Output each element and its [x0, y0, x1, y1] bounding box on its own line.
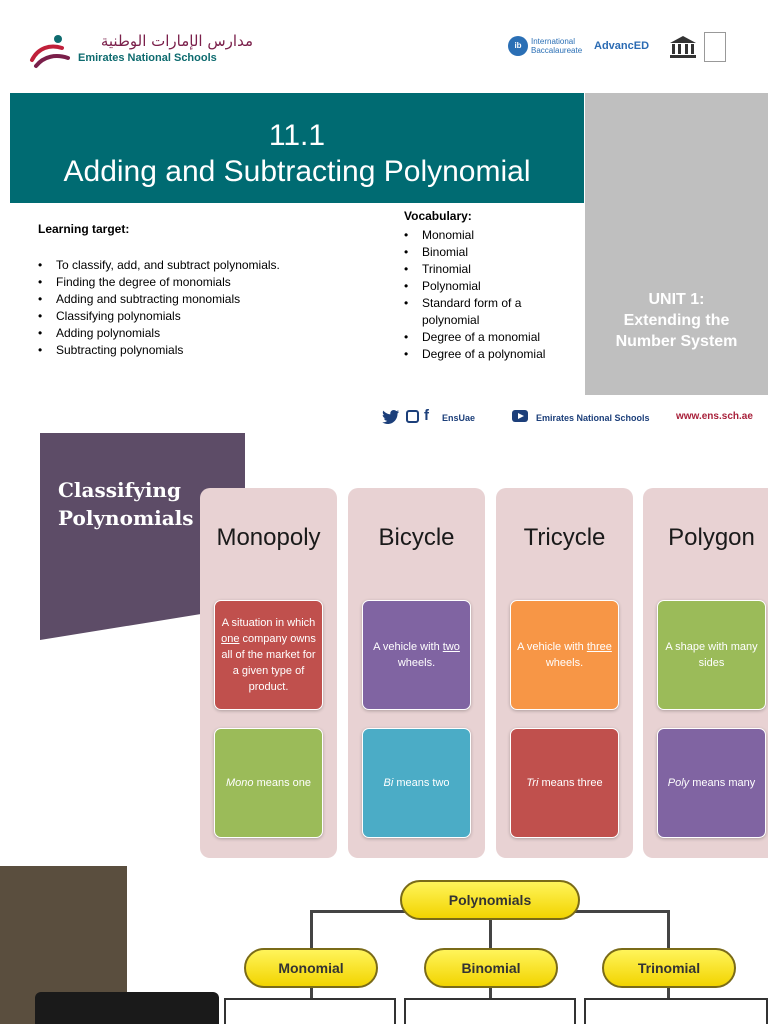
- word-definition-box: A vehicle with two wheels.: [362, 600, 471, 710]
- facebook-icon[interactable]: f: [424, 407, 429, 424]
- social-footer: f EnsUae Emirates National Schools www.e…: [382, 407, 762, 428]
- learning-target-list: To classify, add, and subtract polynomia…: [38, 257, 358, 359]
- tree-node-monomial: Monomial: [244, 948, 378, 988]
- ib-label: International Baccalaureate: [531, 37, 583, 55]
- prefix-word: Mono: [225, 777, 254, 789]
- list-item: Adding and subtracting monomials: [38, 291, 358, 308]
- definition-text: A vehicle with: [373, 641, 443, 653]
- social-handle[interactable]: EnsUae: [442, 413, 476, 423]
- twitter-icon[interactable]: [382, 409, 400, 425]
- list-item: Monomial: [404, 227, 579, 244]
- list-item: Polynomial: [404, 278, 579, 295]
- connector-line: [489, 986, 492, 1002]
- list-item: To classify, add, and subtract polynomia…: [38, 257, 358, 274]
- word-card-polygon: Polygon A shape with many sides Poly mea…: [643, 488, 768, 858]
- polynomial-tree-diagram: Polynomials Monomial Binomial Trinomial: [222, 876, 768, 1024]
- definition-text: A situation in which: [221, 617, 316, 629]
- vocabulary-list: Monomial Binomial Trinomial Polynomial S…: [404, 227, 579, 363]
- unesco-logo-icon: [670, 36, 696, 58]
- list-item: Degree of a polynomial: [404, 346, 579, 363]
- unit-number: UNIT 1:: [648, 291, 705, 308]
- list-item: Degree of a monomial: [404, 329, 579, 346]
- instagram-icon[interactable]: [406, 410, 419, 423]
- word-card-heading: Monopoly: [216, 524, 321, 551]
- prefix-word: Tri: [526, 777, 539, 789]
- advanced-logo: AdvancED: [594, 40, 650, 52]
- ens-logo-icon: [30, 35, 70, 68]
- unit-panel: UNIT 1: Extending the Number System: [585, 93, 768, 395]
- word-card-bicycle: Bicycle A vehicle with two wheels. Bi me…: [348, 488, 485, 858]
- connector-line: [667, 986, 670, 1002]
- tree-leaf-box: [584, 998, 768, 1024]
- ib-logo-icon: ib: [508, 36, 528, 56]
- lesson-title: Adding and Subtracting Polynomial: [63, 155, 531, 188]
- prefix-meaning: means two: [393, 777, 450, 789]
- youtube-icon[interactable]: [512, 410, 528, 422]
- lesson-title-banner: 11.1 Adding and Subtracting Polynomial: [10, 93, 584, 203]
- definition-key-word: one: [221, 633, 240, 645]
- unesco-network-icon: [704, 32, 726, 62]
- tree-leaf-box: [224, 998, 396, 1024]
- prefix-meaning-box: Poly means many: [657, 728, 766, 838]
- school-name-english: Emirates National Schools: [78, 52, 217, 64]
- lesson-number: 11.1: [268, 119, 326, 152]
- definition-key-word: two: [442, 641, 460, 653]
- accreditation-logos: ib International Baccalaureate AdvancED: [508, 32, 738, 66]
- word-card-tricycle: Tricycle A vehicle with three wheels. Tr…: [496, 488, 633, 858]
- slide-classifying-polynomials: Classifying Polynomials Monopoly A situa…: [0, 432, 768, 864]
- list-item: Subtracting polynomials: [38, 342, 358, 359]
- list-item: Classifying polynomials: [38, 308, 358, 325]
- word-card-monopoly: Monopoly A situation in which one compan…: [200, 488, 337, 858]
- list-item: Standard form of a polynomial: [404, 295, 579, 329]
- connector-line: [667, 910, 670, 954]
- definition-text: A shape with many sides: [665, 641, 758, 669]
- word-card-heading: Tricycle: [523, 524, 606, 551]
- connector-line: [489, 910, 492, 954]
- list-item: Finding the degree of monomials: [38, 274, 358, 291]
- section-title-line2: Polynomials: [58, 506, 194, 530]
- school-name-arabic: مدارس الإمارات الوطنية: [100, 32, 253, 50]
- list-item: Binomial: [404, 244, 579, 261]
- definition-text: company owns all of the market for a giv…: [221, 633, 316, 693]
- tree-leaf-box: [404, 998, 576, 1024]
- prefix-meaning: means three: [538, 777, 603, 789]
- unit-name-line1: Extending the: [623, 312, 730, 329]
- prefix-word: Bi: [383, 777, 394, 789]
- slide-polynomial-tree: Polynomials Monomial Binomial Trinomial: [0, 864, 768, 1024]
- vocabulary-title: Vocabulary:: [404, 209, 472, 223]
- definition-text: wheels.: [397, 657, 436, 669]
- definition-text: A vehicle with: [517, 641, 587, 653]
- connector-line: [310, 986, 313, 1002]
- list-item: Trinomial: [404, 261, 579, 278]
- tree-node-root: Polynomials: [400, 880, 580, 920]
- ens-logo: مدارس الإمارات الوطنية Emirates National…: [28, 30, 253, 70]
- unit-label: UNIT 1: Extending the Number System: [585, 289, 768, 352]
- definition-key-word: three: [586, 641, 612, 653]
- learning-target-title: Learning target:: [38, 222, 130, 236]
- prefix-meaning: means one: [253, 777, 311, 789]
- word-definition-box: A situation in which one company owns al…: [214, 600, 323, 710]
- prefix-meaning-box: Bi means two: [362, 728, 471, 838]
- list-item: Adding polynomials: [38, 325, 358, 342]
- tree-node-trinomial: Trinomial: [602, 948, 736, 988]
- word-card-heading: Bicycle: [378, 524, 455, 551]
- section-title: Classifying Polynomials: [58, 476, 194, 532]
- word-definition-box: A shape with many sides: [657, 600, 766, 710]
- section-title-line1: Classifying: [58, 478, 181, 502]
- prefix-meaning: means many: [689, 777, 756, 789]
- prefix-meaning-box: Mono means one: [214, 728, 323, 838]
- youtube-channel-name[interactable]: Emirates National Schools: [536, 413, 650, 423]
- definition-text: wheels.: [545, 657, 584, 669]
- connector-line: [310, 910, 313, 954]
- word-card-heading: Polygon: [668, 524, 755, 551]
- prefix-word: Poly: [667, 777, 690, 789]
- unit-name-line2: Number System: [615, 333, 738, 350]
- tree-node-binomial: Binomial: [424, 948, 558, 988]
- website-link[interactable]: www.ens.sch.ae: [676, 411, 753, 422]
- prefix-meaning-box: Tri means three: [510, 728, 619, 838]
- slide-lesson-title: مدارس الإمارات الوطنية Emirates National…: [0, 0, 768, 432]
- word-definition-box: A vehicle with three wheels.: [510, 600, 619, 710]
- title-box: [35, 992, 219, 1024]
